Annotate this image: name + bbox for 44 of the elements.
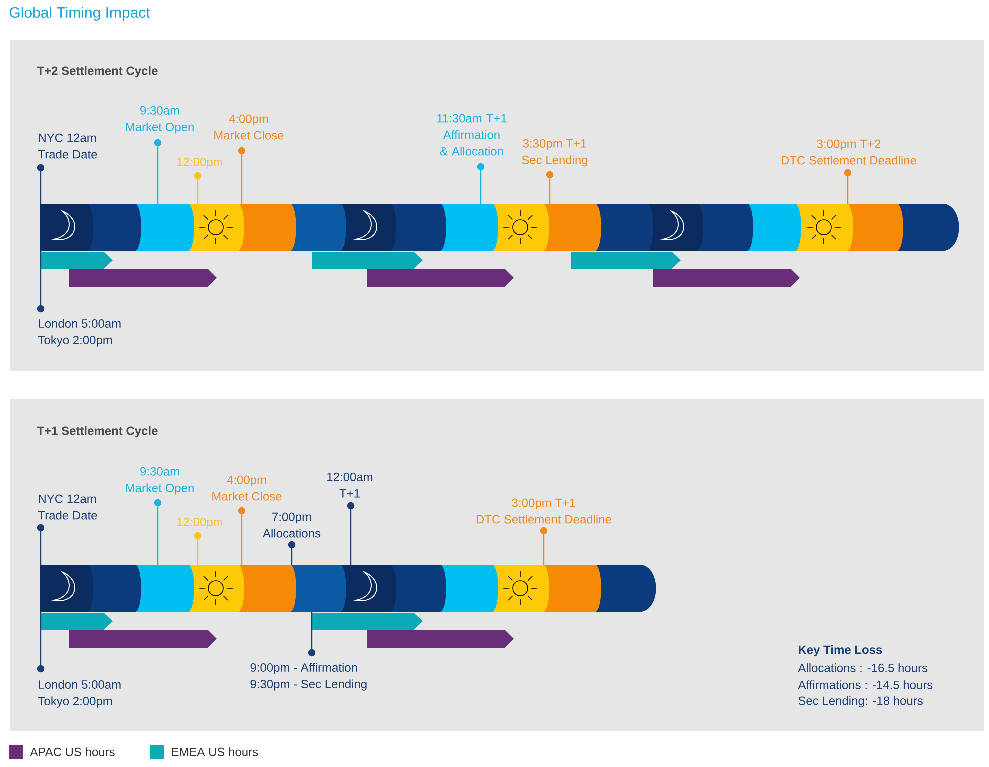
- pin-line: [194, 532, 202, 565]
- legend-item: APAC US hours: [9, 745, 115, 759]
- time-label: 11:30am T+1 Affirmation & Allocation: [438, 114, 507, 156]
- pin-line: [288, 541, 296, 565]
- note-heading: Key Time Loss: [799, 645, 882, 657]
- time-label: 4:00pm Market Close: [214, 114, 284, 140]
- time-label: London 5:00am Tokyo 2:00pm: [38, 680, 121, 708]
- legend-item: EMEA US hours: [150, 745, 258, 759]
- time-label: 12:00am T+1: [328, 472, 373, 498]
- time-label: 3:30pm T+1 Sec Lending: [522, 139, 588, 167]
- pin-line: [844, 169, 852, 204]
- time-label: 12:00pm: [178, 518, 223, 529]
- pin-line: [194, 172, 202, 204]
- pin-line: [540, 527, 548, 565]
- pin-line: [154, 139, 162, 204]
- pin-line: [347, 502, 355, 565]
- time-label: 3:00pm T+1 DTC Settlement Deadline: [476, 498, 612, 524]
- panel-title: T+1 Settlement Cycle: [37, 426, 158, 438]
- pin-line: [37, 251, 45, 313]
- note-text: Affirmations : -14.5 hours: [798, 680, 933, 690]
- pin-line: [37, 164, 45, 204]
- note-text: Sec Lending: -18 hours: [798, 696, 923, 708]
- pin-line: [546, 171, 554, 204]
- time-label: 9:00pm - Affirmation 9:30pm - Sec Lending: [250, 663, 367, 691]
- time-label: 9:30am Market Open: [126, 106, 194, 134]
- pin-line: [238, 147, 246, 204]
- pin-line: [154, 499, 162, 565]
- pin-line: [37, 612, 45, 673]
- time-label: NYC 12am Trade Date: [38, 494, 98, 520]
- note-text: Allocations : -16.5 hours: [798, 664, 928, 672]
- time-label: 4:00pm Market Close: [212, 476, 282, 501]
- time-label: 3:00pm T+2 DTC Settlement Deadline: [782, 140, 916, 165]
- title: Global Timing Impact: [10, 7, 150, 21]
- panel-title: T+2 Settlement Cycle: [37, 66, 158, 78]
- time-label: 9:30am Market Open: [126, 467, 194, 495]
- pin-line: [238, 507, 246, 565]
- pin-line: [37, 524, 45, 565]
- time-label: 12:00pm: [178, 158, 223, 169]
- timeline-bar: [40, 204, 960, 287]
- timeline-bar: [40, 565, 656, 648]
- time-label: NYC 12am Trade Date: [38, 134, 98, 159]
- pin-line: [477, 163, 485, 204]
- time-label: London 5:00am Tokyo 2:00pm: [38, 319, 121, 347]
- time-label: 7:00pm Allocations: [263, 512, 321, 538]
